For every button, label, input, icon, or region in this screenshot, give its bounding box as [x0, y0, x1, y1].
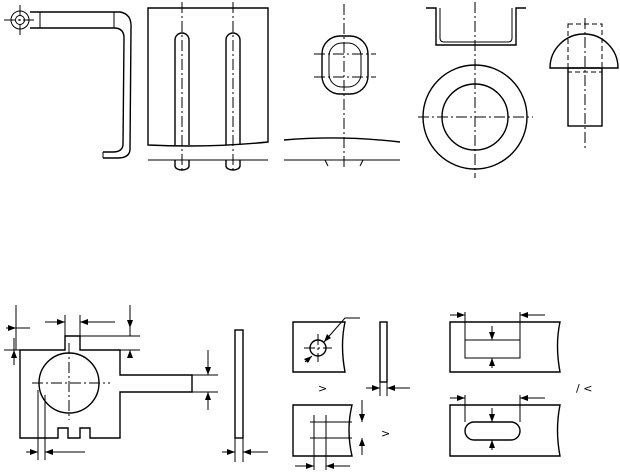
- notch-arrow-left: [57, 319, 65, 325]
- figure-lever-bracket: [4, 305, 218, 460]
- side-view: [379, 321, 388, 383]
- plate-outline: [292, 321, 346, 373]
- slot-arrow-right: [520, 395, 528, 401]
- figure-ring-boss: [418, 2, 533, 178]
- hole-leader-arrow-2: [304, 356, 312, 363]
- rivet-shank: [567, 67, 603, 127]
- notch-arrow-right: [80, 319, 88, 325]
- recess: [464, 339, 521, 359]
- figure-plate-notch: >: [292, 400, 390, 470]
- top-arrow-left: [8, 325, 16, 331]
- gt-mark-1: >: [318, 382, 327, 395]
- figure-oblong-slot: [283, 4, 401, 170]
- gt-mark-2: >: [381, 427, 390, 440]
- figure-plate-hole: >: [292, 317, 410, 396]
- hole-leader: [323, 317, 360, 343]
- clip-bend-outer: [103, 11, 132, 159]
- plate-break-line: [283, 137, 401, 143]
- block-outline: [449, 321, 561, 373]
- clip-bend-inner: [103, 27, 125, 153]
- slot-varrow-top: [489, 414, 495, 422]
- plate-outline: [147, 7, 269, 147]
- slot-outer: [321, 35, 369, 95]
- left-height-arrow: [11, 350, 17, 358]
- slot-arrow-left: [457, 395, 465, 401]
- figure-block-recess: [449, 312, 561, 373]
- recess-varrow-bottom: [489, 358, 495, 366]
- channel-outline: [426, 7, 526, 46]
- notch-arrow-right: [326, 463, 334, 469]
- block-outline: [449, 404, 561, 457]
- figure-plate-edge: [222, 329, 268, 462]
- bottom-arrow-right: [45, 449, 53, 455]
- channel-inner: [439, 8, 513, 43]
- recess-arrow-left: [457, 312, 465, 318]
- oblong-slot: [464, 421, 521, 441]
- bottom-arrow-left: [30, 449, 38, 455]
- recess-arrow-right: [520, 312, 528, 318]
- figure-block-slot: / <: [449, 382, 592, 457]
- slot-edge-ticks: [324, 159, 364, 167]
- recess-varrow-top: [489, 332, 495, 340]
- slash-less-mark: / <: [576, 382, 592, 395]
- plate-outline: [292, 404, 353, 457]
- slot-varrow-bottom: [489, 440, 495, 448]
- figure-plate-two-slots: [147, 2, 269, 172]
- rivet-dome: [549, 33, 619, 69]
- arm-arrow-top: [205, 367, 211, 375]
- side-arrow-left: [372, 385, 380, 391]
- edge-arrow-left: [227, 449, 235, 455]
- arm-arrow-bottom: [205, 392, 211, 400]
- plate-edge-outline: [234, 329, 244, 439]
- notch-arrow-left: [306, 463, 314, 469]
- figure-rivet: [549, 18, 619, 148]
- right-top-arrow: [127, 320, 133, 328]
- slot-left: [174, 32, 190, 145]
- edge-arrow-right: [243, 449, 251, 455]
- hole-leader-arrow: [324, 334, 331, 342]
- side-arrow-right: [387, 385, 395, 391]
- notch-varrow-top: [359, 414, 365, 422]
- shoulder-arrow: [127, 350, 133, 358]
- slot-inner: [328, 42, 362, 88]
- bracket-outline: [19, 335, 193, 439]
- slot-right: [225, 32, 241, 145]
- figure-bent-clip: [4, 5, 132, 159]
- notch-varrow-bottom: [359, 438, 365, 446]
- clip-slot-outline: [39, 11, 115, 29]
